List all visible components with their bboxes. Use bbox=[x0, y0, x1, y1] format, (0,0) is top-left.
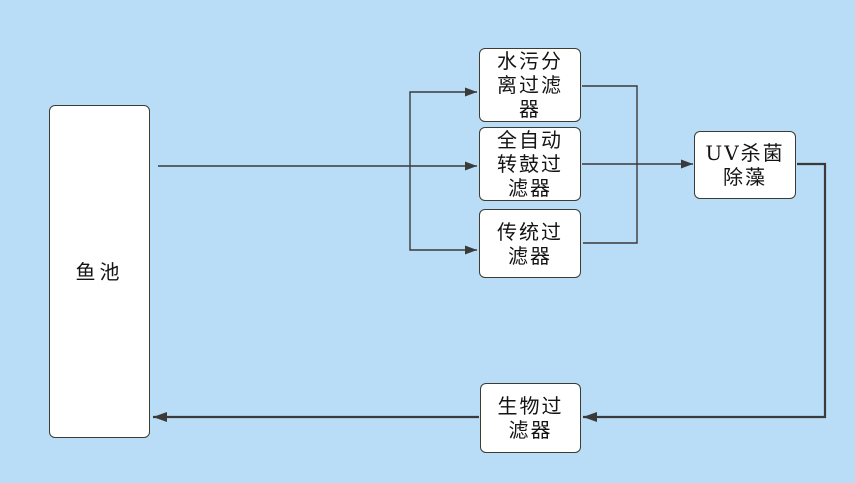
node-traditional-filter-label: 传统过 滤器 bbox=[497, 219, 563, 268]
node-uv-sterilizer-label: UV杀菌 除藻 bbox=[705, 141, 785, 189]
node-uv-sterilizer: UV杀菌 除藻 bbox=[694, 131, 796, 199]
node-water-dirt-filter-label: 水污分 离过滤 器 bbox=[497, 49, 563, 121]
node-traditional-filter: 传统过 滤器 bbox=[479, 209, 581, 278]
edge-pond-to-water-dirt-filter bbox=[409, 87, 477, 166]
node-auto-drum-filter: 全自动 转鼓过 滤器 bbox=[479, 127, 581, 201]
node-water-dirt-filter: 水污分 离过滤 器 bbox=[479, 48, 581, 122]
node-fish-pond: 鱼池 bbox=[49, 105, 150, 438]
node-auto-drum-filter-label: 全自动 转鼓过 滤器 bbox=[497, 128, 563, 200]
edge-pond-to-traditional-filter bbox=[409, 166, 477, 255]
node-fish-pond-label: 鱼池 bbox=[75, 259, 124, 284]
edge-uv-to-bio-filter bbox=[583, 162, 827, 422]
node-bio-filter-label: 生物过 滤器 bbox=[497, 394, 564, 442]
node-bio-filter: 生物过 滤器 bbox=[480, 383, 581, 453]
